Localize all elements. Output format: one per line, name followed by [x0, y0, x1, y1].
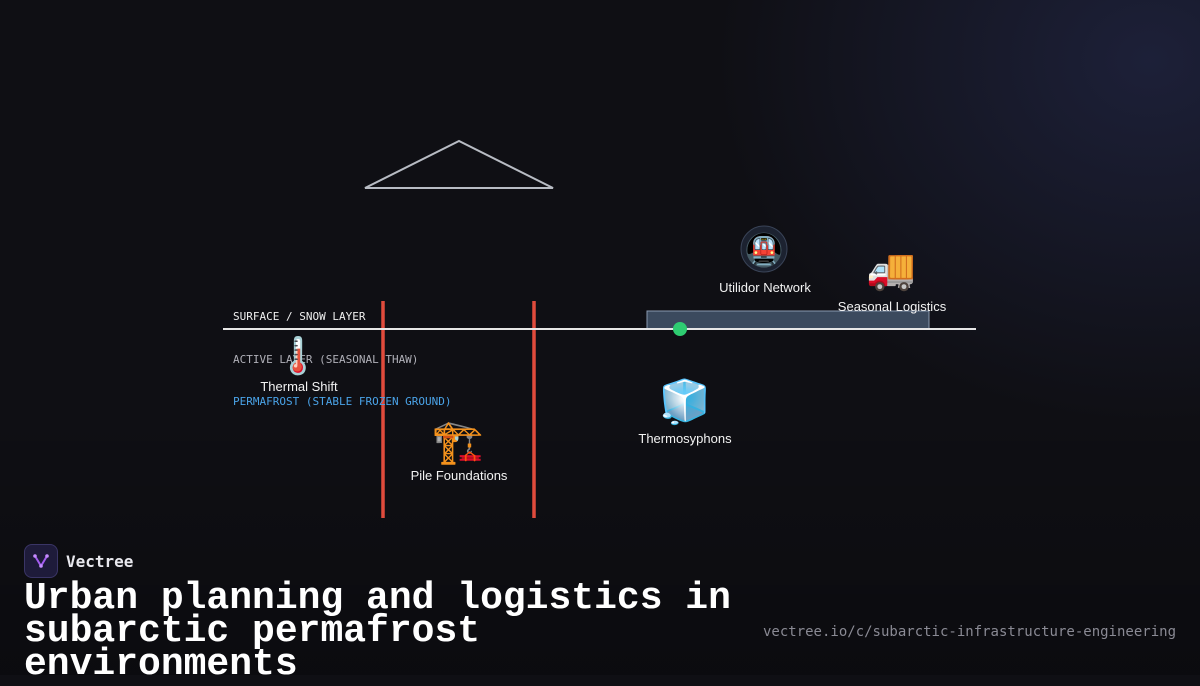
logistics-node[interactable]: 🚚 Seasonal Logistics — [838, 247, 947, 314]
permafrost-diagram: SURFACE / SNOW LAYER ACTIVE LAYER (SEASO… — [223, 139, 976, 518]
utilidor-icon-bg — [740, 225, 788, 273]
utilidor-node[interactable]: 🚇 Utilidor Network — [719, 225, 811, 295]
permafrost-layer-label: PERMAFROST (STABLE FROZEN GROUND) — [233, 395, 452, 408]
thermometer-icon: 🌡️ — [276, 335, 321, 377]
surface-layer-label: SURFACE / SNOW LAYER — [233, 310, 366, 323]
ice-cube-icon: 🧊 — [659, 377, 711, 427]
thermosyphons-node[interactable]: 🧊 Thermosyphons — [638, 377, 732, 446]
metro-train-icon: 🚇 — [744, 231, 784, 269]
delivery-truck-icon: 🚚 — [866, 247, 916, 293]
brand-name: Vectree — [66, 551, 134, 571]
vectree-logo-icon — [24, 544, 58, 578]
thermal-node[interactable]: 🌡️ Thermal Shift — [260, 335, 338, 394]
thermosyphons-label: Thermosyphons — [638, 431, 732, 446]
active-layer-label: ACTIVE LAYER (SEASONAL THAW) — [233, 353, 418, 366]
utilidor-label: Utilidor Network — [719, 280, 811, 295]
logistics-label: Seasonal Logistics — [838, 299, 947, 314]
brand[interactable]: Vectree — [24, 544, 133, 578]
page-title: Urban planning and logistics in subarcti… — [24, 577, 731, 686]
building-roof — [364, 139, 554, 189]
thermal-label: Thermal Shift — [260, 379, 338, 394]
piles-node[interactable]: 🏗️ Pile Foundations — [411, 417, 508, 483]
node-dot[interactable] — [673, 322, 687, 336]
page-url[interactable]: vectree.io/c/subarctic-infrastructure-en… — [762, 624, 1176, 640]
piles-label: Pile Foundations — [411, 468, 508, 483]
construction-crane-icon: 🏗️ — [432, 417, 484, 466]
